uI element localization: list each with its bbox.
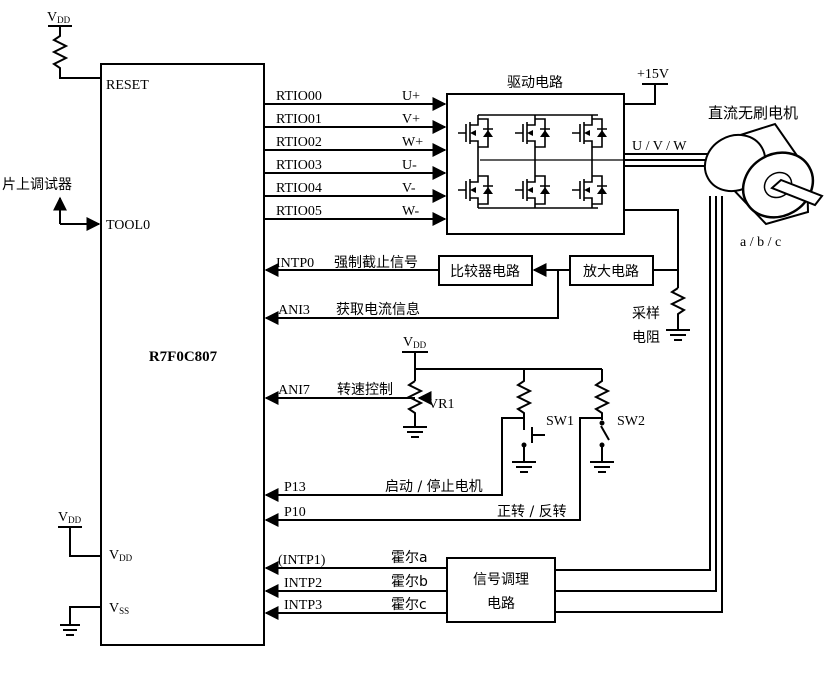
intp0-signal-label: 强制截止信号 [334, 255, 418, 271]
mcu-vdd-supply: VDD [58, 510, 101, 557]
rtio-pin-label: RTIO05 [276, 204, 322, 219]
p13-signal-label: 启动 / 停止电机 [385, 478, 483, 495]
ani7-pin-label: ANI7 [278, 383, 310, 398]
rtio-pin-label: RTIO03 [276, 158, 322, 173]
phase-output-label: W+ [402, 135, 423, 150]
conditioning-label-1: 信号调理 [473, 572, 529, 588]
debugger: 片上调试器 [2, 177, 101, 231]
phase-output-label: U+ [402, 89, 420, 104]
mcu-name: R7F0C807 [149, 349, 218, 365]
phase-label: U / V / W [632, 139, 687, 154]
ani3-pin-label: ANI3 [278, 303, 310, 318]
mcu-vss-ground [60, 606, 101, 636]
amplifier-label: 放大电路 [583, 264, 639, 280]
intp0-pin-label: INTP0 [276, 256, 314, 271]
phase-output-label: V- [402, 181, 416, 196]
p13-pin-label: P13 [284, 480, 306, 495]
comparator-label: 比较器电路 [450, 264, 520, 280]
sample-resistor-label-1: 采样 [632, 306, 660, 322]
ani3-signal-label: 获取电流信息 [336, 301, 420, 318]
mosfet-symbol [572, 115, 607, 151]
p10-pin-label: P10 [284, 505, 306, 520]
reset-pin-label: RESET [106, 78, 149, 93]
sw2: SW2 [264, 369, 645, 527]
sw2-label: SW2 [617, 414, 645, 429]
vr1-section: VDD VR1 [264, 335, 602, 438]
conditioning-block: 信号调理 电路 [446, 557, 556, 623]
hall-a-label: 霍尔a [391, 550, 428, 566]
intp2-pin-label: INTP2 [284, 576, 322, 591]
reset-pullup: VDD [47, 10, 101, 79]
hall-wires [555, 196, 723, 613]
mosfet-bridge [458, 114, 624, 209]
mosfet-symbol [515, 172, 550, 208]
amplifier-block: 放大电路 [569, 255, 654, 286]
phase-lines: U / V / W [624, 139, 722, 167]
sample-resistor-label-2: 电阻 [632, 330, 660, 346]
mosfet-symbol [515, 115, 550, 151]
mosfet-symbol [458, 115, 493, 151]
vss-pin-label: VSS [109, 601, 129, 616]
hall-c-label: 霍尔c [391, 597, 427, 613]
phase-output-label: U- [402, 158, 417, 173]
rtio-pin-label: RTIO01 [276, 112, 322, 127]
phase-output-label: W- [402, 204, 419, 219]
rtio-pin-label: RTIO00 [276, 89, 322, 104]
intp1-pin-label: (INTP1) [278, 553, 326, 568]
plus15v-label: +15V [637, 67, 669, 82]
sw1: SW1 [264, 369, 574, 502]
p10-signal-label: 正转 / 反转 [497, 504, 567, 520]
phase-output-label: V+ [402, 112, 420, 127]
conditioning-label-2: 电路 [487, 596, 515, 612]
mosfet-symbol [572, 172, 607, 208]
mcu-vdd-rail-label: VDD [58, 510, 82, 525]
mcu-block: R7F0C807 RESET TOOL0 VDD VSS [100, 63, 265, 646]
current-sense: 采样 电阻 [624, 209, 690, 346]
driver-title: 驱动电路 [507, 75, 563, 91]
motor-title: 直流无刷电机 [708, 104, 798, 122]
rtio-pin-label: RTIO04 [276, 181, 322, 196]
ani7-signal-label: 转速控制 [337, 382, 393, 398]
driver-block: 驱动电路 +15V [446, 67, 669, 235]
rtio-pin-label: RTIO02 [276, 135, 322, 150]
vr1-label: VR1 [428, 397, 454, 412]
mosfet-symbol [458, 172, 493, 208]
rtio-outputs: RTIO00 U+ RTIO01 V+ RTIO02 W+ RTIO03 U- RTIO04 V-… [264, 89, 447, 226]
vr1-vdd-label: VDD [403, 335, 427, 350]
debugger-label: 片上调试器 [2, 177, 72, 193]
hall-abc-label: a / b / c [740, 235, 781, 250]
vdd-pin-label: VDD [109, 548, 133, 563]
reset-vdd-label: VDD [47, 10, 71, 25]
hall-b-label: 霍尔b [391, 574, 428, 590]
comparator-block: 比较器电路 [438, 255, 533, 286]
intp3-pin-label: INTP3 [284, 598, 322, 613]
motor: 直流无刷电机 a / b / c [703, 104, 824, 250]
sw1-label: SW1 [546, 414, 574, 429]
tool0-pin-label: TOOL0 [106, 218, 150, 233]
